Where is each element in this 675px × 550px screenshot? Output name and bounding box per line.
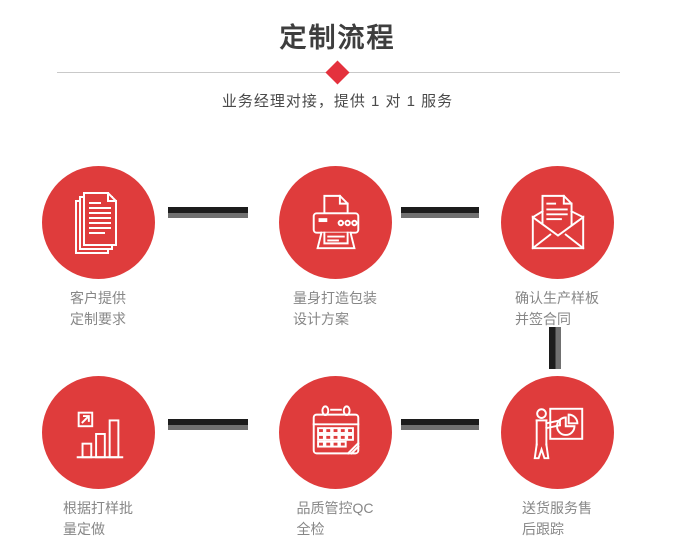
printer-icon <box>312 194 359 249</box>
step-label-line1: 根据打样批 <box>63 500 133 516</box>
step-circle <box>42 166 155 279</box>
connector-horizontal <box>168 419 248 430</box>
step-label-line2: 设计方案 <box>293 311 349 327</box>
page-title: 定制流程 <box>279 23 396 53</box>
step-circle <box>279 376 392 489</box>
calendar-icon <box>312 404 360 455</box>
step-circle <box>279 166 392 279</box>
step-label: 送货服务售 后跟踪 <box>477 498 637 540</box>
diamond-icon <box>325 60 350 85</box>
presentation-icon <box>533 407 583 459</box>
step-label-line2: 定制要求 <box>70 311 126 327</box>
step-label: 品质管控QC 全检 <box>255 498 415 540</box>
step-label-line2: 后跟踪 <box>522 521 564 537</box>
step-circle <box>501 166 614 279</box>
step-label-line2: 并签合同 <box>515 311 571 327</box>
step-label-line2: 全检 <box>296 521 325 537</box>
step-label-line1: 确认生产样板 <box>515 290 599 306</box>
step-label-line1: 品质管控QC <box>296 500 374 516</box>
documents-icon <box>74 191 117 254</box>
step-label-line1: 量身打造包装 <box>293 290 377 306</box>
connector-horizontal <box>168 207 248 218</box>
step-circle <box>501 376 614 489</box>
step-label-line2: 量定做 <box>63 521 105 537</box>
bar-chart-icon <box>76 411 123 458</box>
step-label: 确认生产样板 并签合同 <box>477 288 637 330</box>
step-label-line1: 送货服务售 <box>522 500 592 516</box>
step-label: 量身打造包装 设计方案 <box>255 288 415 330</box>
step-label: 客户提供 定制要求 <box>18 288 178 330</box>
page-subtitle: 业务经理对接，提供 1 对 1 服务 <box>221 93 454 110</box>
step-label: 根据打样批 量定做 <box>18 498 178 540</box>
connector-horizontal <box>401 207 479 218</box>
envelope-icon <box>530 194 585 250</box>
connector-vertical <box>549 327 561 369</box>
step-label-line1: 客户提供 <box>70 290 126 306</box>
connector-horizontal <box>401 419 479 430</box>
step-circle <box>42 376 155 489</box>
